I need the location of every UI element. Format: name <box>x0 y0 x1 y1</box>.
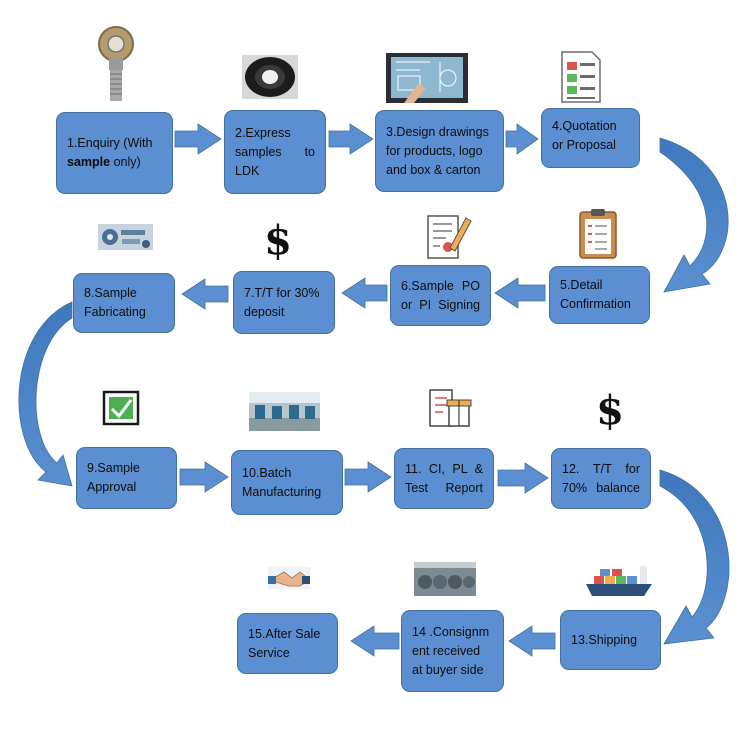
dollar-icon: $ <box>264 217 292 264</box>
clipboard-checklist-icon <box>579 209 617 259</box>
arrow-1-to-2 <box>174 123 222 155</box>
arrow-14-to-15 <box>350 625 400 657</box>
handshake-icon <box>268 567 311 589</box>
step-9-label: 9.Sample Approval <box>87 461 140 494</box>
step-4-label: 4.Quotation or Proposal <box>552 119 617 152</box>
step-8-box: 8.Sample Fabricating <box>73 273 175 333</box>
step-3-box: 3.Design drawings for products, logo and… <box>375 110 504 192</box>
step-4-box: 4.Quotation or Proposal <box>541 108 640 168</box>
rod-end-bearing-icon <box>98 26 134 101</box>
dollar-sign-12: $ <box>596 387 624 434</box>
arrow-7-to-8 <box>181 278 229 310</box>
warehouse-icon <box>414 562 476 596</box>
quotation-document-icon <box>561 51 601 103</box>
step-15-label: 15.After Sale Service <box>248 626 321 660</box>
step-7-label: 7.T/T for 30% deposit <box>244 285 320 319</box>
checkbox-approved-icon <box>102 390 140 426</box>
arrow-2-to-3 <box>328 123 374 155</box>
contract-signing-icon <box>427 215 472 259</box>
step-14-box: 14 .Consignm ent received at buyer side <box>401 610 504 692</box>
step-7-box: 7.T/T for 30% deposit <box>233 271 335 334</box>
step-12-box: 12. T/T for 70% balance <box>551 448 651 509</box>
bearing-sample-icon <box>242 55 298 99</box>
step-5-label: 5.Detail Confirmation <box>560 278 631 311</box>
step-1-text-after: only) <box>110 155 141 169</box>
design-monitor-icon <box>386 53 468 103</box>
arrow-6-to-7 <box>341 277 388 309</box>
arrow-13-to-14 <box>508 625 556 657</box>
step-11-box: 11. CI, PL & Test Report <box>394 448 494 509</box>
step-2-label: 2.Express samples to LDK <box>235 125 315 178</box>
curve-4-to-5 <box>659 137 729 293</box>
curve-12-to-13 <box>659 469 730 645</box>
cargo-ship-icon <box>586 566 652 596</box>
step-6-box: 6.Sample PO or PI Signing <box>390 265 491 326</box>
arrow-5-to-6 <box>494 277 546 309</box>
step-1-label: 1.Enquiry (With sample only) <box>67 134 152 172</box>
dollar-sign-7: $ <box>264 217 292 264</box>
arrow-10-to-11 <box>344 461 392 493</box>
machined-parts-icon <box>98 224 153 250</box>
step-2-box: 2.Express samples to LDK <box>224 110 326 194</box>
arrow-9-to-10 <box>179 461 229 493</box>
step-9-box: 9.Sample Approval <box>76 447 177 509</box>
step-10-label: 10.Batch Manufacturing <box>242 465 322 499</box>
step-8-label: 8.Sample Fabricating <box>84 286 146 319</box>
arrow-11-to-12 <box>497 462 549 494</box>
report-gift-icon <box>429 389 472 427</box>
step-1-text-bold: sample <box>67 155 111 169</box>
step-1-text-before: 1.Enquiry (With <box>67 136 153 150</box>
step-11-label: 11. CI, PL & Test Report <box>405 461 483 495</box>
step-14-label: 14 .Consignm ent received at buyer side <box>412 624 490 677</box>
step-1-box: 1.Enquiry (With sample only) <box>56 112 173 194</box>
step-10-box: 10.Batch Manufacturing <box>231 450 343 515</box>
step-12-label: 12. T/T for 70% balance <box>562 461 640 495</box>
arrow-3-to-4 <box>505 123 539 155</box>
step-6-label: 6.Sample PO or PI Signing <box>401 278 480 312</box>
factory-floor-icon <box>249 392 320 431</box>
curve-8-to-9 <box>18 301 73 487</box>
step-13-label: 13.Shipping <box>571 632 638 647</box>
dollar-icon-2: $ <box>596 387 624 434</box>
step-3-label: 3.Design drawings for products, logo and… <box>386 124 489 177</box>
step-13-box: 13.Shipping <box>560 610 661 670</box>
step-15-box: 15.After Sale Service <box>237 613 338 674</box>
step-5-box: 5.Detail Confirmation <box>549 266 650 324</box>
